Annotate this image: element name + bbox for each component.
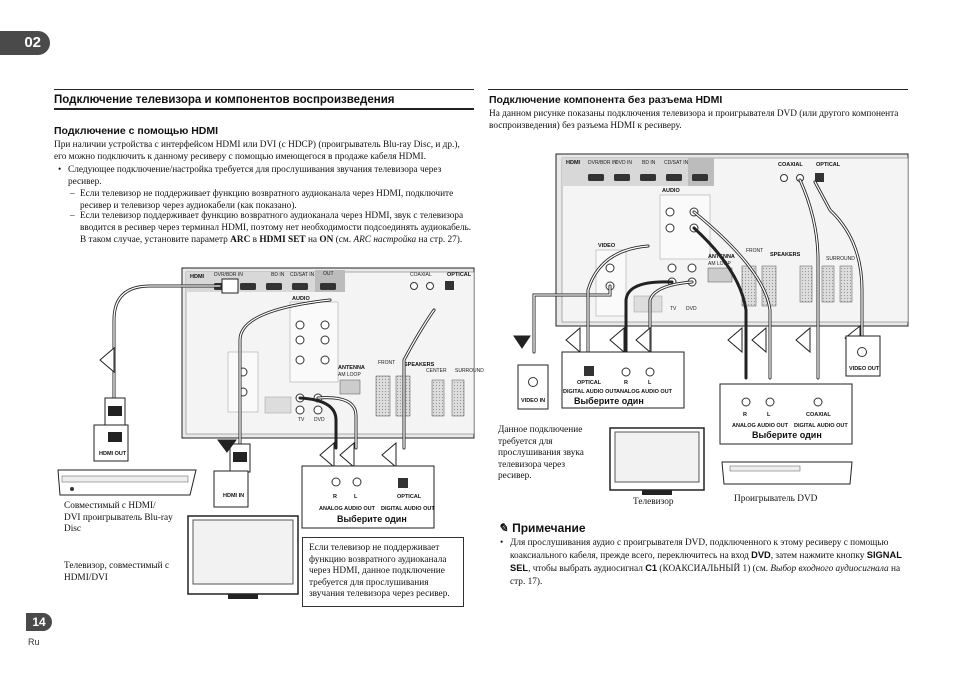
subsection-title-hdmi: Подключение с помощью HDMI <box>54 125 219 137</box>
svg-text:OPTICAL: OPTICAL <box>447 272 472 278</box>
tv-caption-right: Телевизор <box>633 497 674 507</box>
svg-text:OPTICAL: OPTICAL <box>397 494 422 500</box>
svg-text:DIGITAL AUDIO OUT: DIGITAL AUDIO OUT <box>563 389 617 395</box>
bluray-caption: Совместимый с HDMI/ DVI проигрыватель Bl… <box>64 501 173 534</box>
svg-text:Выберите один: Выберите один <box>752 430 822 440</box>
svg-text:R: R <box>743 412 747 418</box>
page-number: 14 <box>26 613 52 631</box>
svg-text:COAXIAL: COAXIAL <box>410 272 432 278</box>
svg-text:BD IN: BD IN <box>271 272 285 278</box>
svg-text:SPEAKERS: SPEAKERS <box>404 362 435 368</box>
chapter-tab: 02 <box>0 31 50 55</box>
svg-text:VIDEO: VIDEO <box>598 243 616 249</box>
tv-caption-left: Телевизор, совместимый с HDMI/DVI <box>64 561 170 583</box>
section-title: Подключение телевизора и компонентов вос… <box>54 94 395 106</box>
intro-paragraph: При наличии устройства с интерфейсом HDM… <box>54 140 460 163</box>
dash-item-2: Если телевизор поддерживает функцию возв… <box>70 210 472 247</box>
svg-text:TV: TV <box>670 306 677 312</box>
arrows-left <box>99 346 397 469</box>
callout-left: Если телевизор не поддерживает функцию в… <box>302 537 464 607</box>
svg-text:DIGITAL AUDIO OUT: DIGITAL AUDIO OUT <box>794 423 848 429</box>
title-rule-left <box>54 108 474 110</box>
svg-text:VIDEO IN: VIDEO IN <box>521 398 545 404</box>
right-devices: VIDEO IN OPTICAL R L DIGITAL AUDIO OUT A… <box>517 335 881 495</box>
svg-text:COAXIAL: COAXIAL <box>778 162 803 168</box>
top-rule-left <box>54 89 474 90</box>
hdmi-plugs-left <box>104 278 251 473</box>
subsection-title-no-hdmi: Подключение компонента без разъема HDMI <box>489 94 723 106</box>
svg-text:CD/SAT IN: CD/SAT IN <box>290 272 315 278</box>
svg-text:VIDEO OUT: VIDEO OUT <box>849 366 880 372</box>
svg-text:L: L <box>648 380 652 386</box>
tv-left: HDMI IN R L OPTICAL ANALOG AUDIO OUT DIG… <box>187 465 435 599</box>
svg-text:HDMI: HDMI <box>566 160 581 166</box>
svg-text:BD IN: BD IN <box>642 160 656 166</box>
svg-text:HDMI OUT: HDMI OUT <box>99 451 127 457</box>
svg-text:AUDIO: AUDIO <box>292 296 310 302</box>
svg-text:ANALOG AUDIO OUT: ANALOG AUDIO OUT <box>319 506 376 512</box>
svg-text:FRONT: FRONT <box>746 248 763 254</box>
receiver-rear-panel-right: HDMI DVR/BDR IN DVD IN BD IN CD/SAT IN C… <box>555 153 909 327</box>
svg-text:DVD: DVD <box>686 306 697 312</box>
callout-right: Данное подключение требуется для прослуш… <box>496 423 600 485</box>
note-title: ✎Примечание <box>498 521 586 535</box>
bullet-item: Следующее подключение/настройка требуетс… <box>56 164 472 188</box>
pencil-icon: ✎ <box>498 521 509 535</box>
svg-text:AM LOOP: AM LOOP <box>338 372 361 378</box>
svg-text:SURROUND: SURROUND <box>826 256 855 262</box>
svg-text:DVD IN: DVD IN <box>615 160 632 166</box>
svg-text:AM LOOP: AM LOOP <box>708 261 731 267</box>
svg-text:DIGITAL AUDIO OUT: DIGITAL AUDIO OUT <box>381 506 435 512</box>
svg-text:OPTICAL: OPTICAL <box>577 380 602 386</box>
arrows-right <box>513 324 861 354</box>
bluray-player: HDMI OUT <box>57 424 197 496</box>
top-rule-right <box>488 89 908 90</box>
svg-text:ANALOG AUDIO OUT: ANALOG AUDIO OUT <box>616 389 673 395</box>
right-cables <box>532 178 864 380</box>
svg-text:TV: TV <box>298 417 305 423</box>
svg-text:DVR/BDR IN: DVR/BDR IN <box>214 272 243 278</box>
svg-text:ANTENNA: ANTENNA <box>338 365 365 371</box>
right-intro-paragraph: На данном рисунке показаны подключения т… <box>489 109 899 132</box>
dvd-caption: Проигрыватель DVD <box>734 494 818 504</box>
svg-text:Выберите один: Выберите один <box>337 514 407 524</box>
svg-text:FRONT: FRONT <box>378 360 395 366</box>
svg-text:HDMI IN: HDMI IN <box>223 493 244 499</box>
svg-text:COAXIAL: COAXIAL <box>806 412 831 418</box>
language-code: Ru <box>28 637 40 647</box>
left-cables <box>112 284 436 450</box>
svg-text:ANALOG AUDIO OUT: ANALOG AUDIO OUT <box>732 423 789 429</box>
note-bullet: Для прослушивания аудио с проигрывателя … <box>498 537 910 588</box>
svg-text:AUDIO: AUDIO <box>662 188 680 194</box>
svg-text:R: R <box>624 380 628 386</box>
svg-text:OPTICAL: OPTICAL <box>816 162 841 168</box>
svg-text:Выберите один: Выберите один <box>574 396 644 406</box>
dash-item-1: Если телевизор не поддерживает функцию в… <box>70 188 472 212</box>
svg-text:DVR/BDR IN: DVR/BDR IN <box>588 160 617 166</box>
svg-text:L: L <box>767 412 771 418</box>
svg-text:SURROUND: SURROUND <box>455 368 484 374</box>
svg-text:CD/SAT IN: CD/SAT IN <box>664 160 689 166</box>
svg-text:L: L <box>354 494 358 500</box>
svg-text:CENTER: CENTER <box>426 368 447 374</box>
svg-text:SPEAKERS: SPEAKERS <box>770 252 801 258</box>
svg-text:OUT: OUT <box>323 271 334 277</box>
svg-text:HDMI: HDMI <box>190 274 205 280</box>
svg-text:R: R <box>333 494 337 500</box>
svg-text:DVD: DVD <box>314 417 325 423</box>
